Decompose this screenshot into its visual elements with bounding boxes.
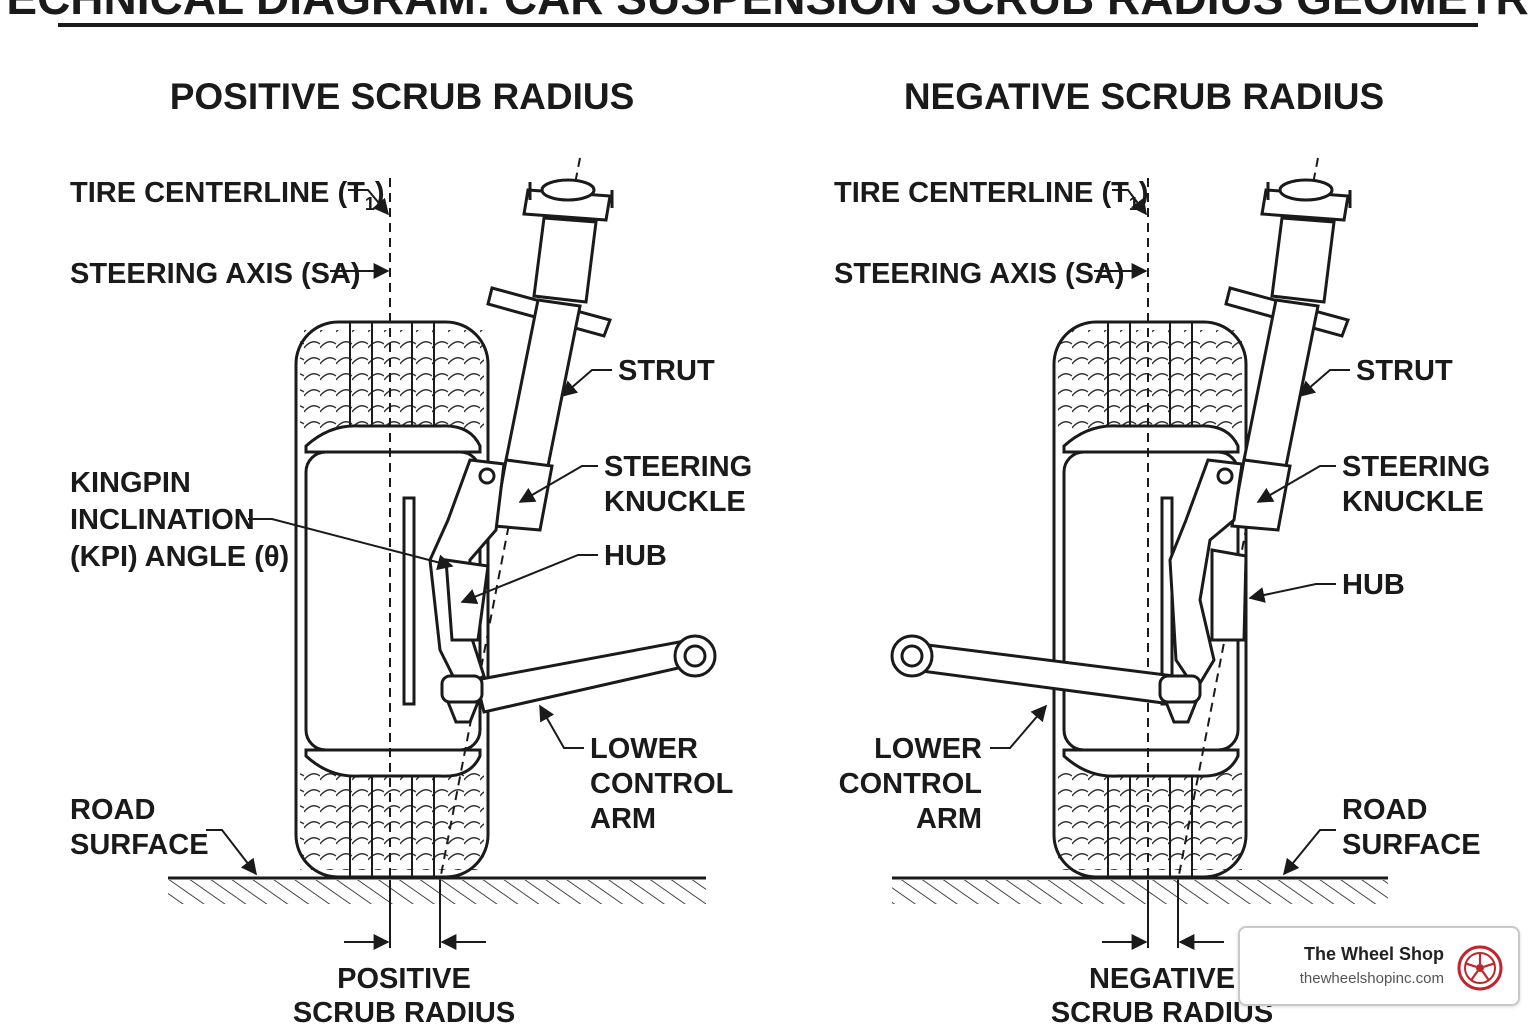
positive-strut-label: STRUT: [618, 355, 715, 387]
negative-scrub-label-1: NEGATIVE: [1089, 963, 1235, 995]
positive-strut: [486, 178, 614, 532]
positive-scrub-label-1: POSITIVE: [337, 963, 471, 995]
positive-scrub-dimension: POSITIVE SCRUB RADIUS: [293, 880, 515, 1024]
positive-lower-control-arm: [440, 634, 717, 724]
negative-road-label-1: ROAD: [1342, 794, 1427, 826]
page-title: TECHNICAL DIAGRAM: CAR SUSPENSION SCRUB …: [0, 0, 1536, 24]
negative-knuckle-label-2: KNUCKLE: [1342, 486, 1484, 518]
negative-knuckle: [1168, 458, 1248, 693]
positive-heading: POSITIVE SCRUB RADIUS: [170, 76, 635, 117]
negative-strut: [1224, 178, 1352, 532]
positive-road-label-1: ROAD: [70, 794, 155, 826]
negative-knuckle-label-1: STEERING: [1342, 451, 1490, 483]
negative-scrub-label-2: SCRUB RADIUS: [1051, 997, 1273, 1024]
negative-heading: NEGATIVE SCRUB RADIUS: [904, 76, 1384, 117]
negative-panel: NEGATIVE SCRUB RADIUS: [834, 76, 1490, 1024]
positive-lca-label-3: ARM: [590, 803, 656, 835]
positive-road-label-2: SURFACE: [70, 829, 209, 861]
positive-knuckle-label-1: STEERING: [604, 451, 752, 483]
positive-road: [168, 876, 706, 904]
negative-strut-label: STRUT: [1356, 355, 1453, 387]
negative-lower-control-arm: [890, 634, 1202, 724]
positive-knuckle-label-2: KNUCKLE: [604, 486, 746, 518]
positive-steering-axis-label: STEERING AXIS (SA): [70, 258, 361, 290]
wheel-logo-icon: [1457, 945, 1503, 991]
negative-lca-label-2: CONTROL: [839, 768, 982, 800]
positive-kpi-label-3: (KPI) ANGLE (θ): [70, 541, 289, 573]
positive-scrub-label-2: SCRUB RADIUS: [293, 997, 515, 1024]
brand-url: thewheelshopinc.com: [1299, 970, 1444, 987]
negative-lca-label-1: LOWER: [874, 733, 982, 765]
positive-lca-label-1: LOWER: [590, 733, 698, 765]
positive-hub-label: HUB: [604, 540, 667, 572]
brand-watermark: The Wheel Shop thewheelshopinc.com: [1238, 926, 1520, 1006]
positive-kpi-label-2: INCLINATION: [70, 504, 255, 536]
negative-road-label-2: SURFACE: [1342, 829, 1481, 861]
positive-tire: [294, 320, 490, 879]
negative-tire-centerline-label: TIRE CENTERLINE (T1): [834, 177, 1149, 214]
positive-panel: POSITIVE SCRUB RADIUS: [70, 76, 752, 1024]
negative-scrub-dimension: NEGATIVE SCRUB RADIUS: [1051, 880, 1273, 1024]
positive-kpi-label-1: KINGPIN: [70, 467, 191, 499]
negative-hub-label: HUB: [1342, 569, 1405, 601]
brand-name: The Wheel Shop: [1303, 944, 1444, 964]
positive-tire-centerline-label: TIRE CENTERLINE (T1): [70, 177, 385, 214]
positive-lca-label-2: CONTROL: [590, 768, 733, 800]
negative-road: [892, 876, 1388, 904]
negative-steering-axis-label: STEERING AXIS (SA): [834, 258, 1125, 290]
negative-lca-label-3: ARM: [916, 803, 982, 835]
